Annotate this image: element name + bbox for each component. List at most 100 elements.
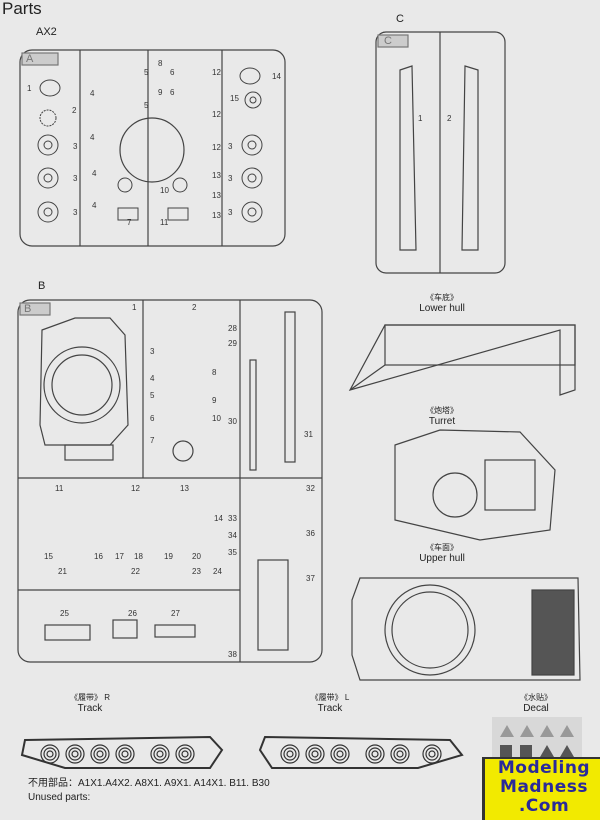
road-wheel <box>118 747 132 761</box>
road-wheel <box>308 747 322 761</box>
caption-en: Turret <box>428 416 456 427</box>
caption-cn: 《车底》 <box>426 293 458 302</box>
part-number-a: 2 <box>72 106 77 115</box>
track-r-drawing <box>20 735 224 769</box>
sprue-b-frame <box>17 299 323 663</box>
part-number-b: 22 <box>131 567 140 576</box>
part-number-a: 12 <box>212 68 221 77</box>
caption-en: Track <box>77 703 103 714</box>
caption-cn: 《水贴》 <box>520 693 552 702</box>
road-wheel <box>40 744 60 764</box>
caption-en: Upper hull <box>419 553 465 564</box>
road-wheel <box>153 747 167 761</box>
part-number-b: 28 <box>228 324 237 333</box>
road-wheel <box>396 750 404 758</box>
part-number-b: 20 <box>192 552 201 561</box>
part-number-b: 18 <box>134 552 143 561</box>
road-wheel <box>178 747 192 761</box>
road-wheel <box>330 744 350 764</box>
upper-hull-drawing <box>351 577 581 681</box>
unused-parts-cn: 不用部品：A1X1.A4X2. A8X1. A9X1. A14X1. B11. … <box>28 778 270 789</box>
part-number-a: 4 <box>92 201 97 210</box>
part-number-b: 21 <box>58 567 67 576</box>
part-number-a: 4 <box>90 89 95 98</box>
sprue-c-label: C <box>396 13 404 25</box>
part-number-b: 34 <box>228 531 237 540</box>
part-number-b: 38 <box>228 650 237 659</box>
lower-hull-caption: 《车底》Lower hull <box>382 292 502 314</box>
road-wheel <box>425 747 439 761</box>
part-number-b: 1 <box>132 303 137 312</box>
caption-en: Lower hull <box>419 303 465 314</box>
caption-en: Track <box>317 703 343 714</box>
road-wheel <box>305 744 325 764</box>
sprue-b-label: B <box>38 280 46 292</box>
watermark-logo: Modeling Madness .Com <box>482 757 600 820</box>
road-wheel <box>311 750 319 758</box>
logo-line: Modeling <box>497 758 591 778</box>
part-number-b: 6 <box>150 414 155 423</box>
caption-cn: 《履带》 L <box>310 693 350 702</box>
part-number-a: 3 <box>228 174 233 183</box>
road-wheel <box>65 744 85 764</box>
part-number-b: 4 <box>150 374 155 383</box>
part-number-b: 32 <box>306 484 315 493</box>
part-number-a: 3 <box>73 142 78 151</box>
road-wheel <box>365 744 385 764</box>
road-wheel <box>115 744 135 764</box>
part-number-b: 16 <box>94 552 103 561</box>
caption-cn: 《履带》 R <box>70 693 110 702</box>
road-wheel <box>156 750 164 758</box>
road-wheel <box>422 744 442 764</box>
upper-hull-caption: 《车面》Upper hull <box>382 542 502 564</box>
part-number-a: 5 <box>144 101 149 110</box>
unused-parts-en: Unused parts: <box>28 792 91 803</box>
turret-drawing <box>394 429 556 541</box>
logo-line: .Com <box>518 796 570 816</box>
part-number-b: 13 <box>180 484 189 493</box>
sprue-c-letter: C <box>384 35 392 47</box>
road-wheel <box>90 744 110 764</box>
part-number-a: 13 <box>212 191 221 200</box>
road-wheel <box>333 747 347 761</box>
part-number-b: 17 <box>115 552 124 561</box>
part-number-b: 36 <box>306 529 315 538</box>
part-number-b: 31 <box>304 430 313 439</box>
road-wheel <box>428 750 436 758</box>
road-wheel <box>390 744 410 764</box>
caption-en: Decal <box>523 703 549 714</box>
road-wheel <box>393 747 407 761</box>
part-number-a: 15 <box>230 94 239 103</box>
part-number-b: 29 <box>228 339 237 348</box>
part-number-a: 12 <box>212 143 221 152</box>
sprue-c-frame <box>375 31 506 274</box>
road-wheel <box>175 744 195 764</box>
part-number-a: 13 <box>212 171 221 180</box>
part-number-b: 5 <box>150 391 155 400</box>
caption-cn: 《炮塔》 <box>426 406 458 415</box>
decal-caption: 《水贴》Decal <box>476 692 596 714</box>
road-wheel <box>368 747 382 761</box>
part-number-a: 3 <box>228 208 233 217</box>
road-wheel <box>286 750 294 758</box>
part-number-b: 33 <box>228 514 237 523</box>
part-number-a: 6 <box>170 88 175 97</box>
road-wheel <box>150 744 170 764</box>
part-number-c: 1 <box>418 114 423 123</box>
part-number-b: 23 <box>192 567 201 576</box>
part-number-a: 12 <box>212 110 221 119</box>
part-number-b: 10 <box>212 414 221 423</box>
part-number-b: 19 <box>164 552 173 561</box>
part-number-b: 30 <box>228 417 237 426</box>
part-number-b: 27 <box>171 609 180 618</box>
part-number-c: 2 <box>447 114 452 123</box>
part-number-b: 24 <box>213 567 222 576</box>
part-number-b: 37 <box>306 574 315 583</box>
road-wheel <box>43 747 57 761</box>
road-wheel <box>371 750 379 758</box>
part-number-b: 25 <box>60 609 69 618</box>
logo-line: Madness <box>500 777 588 797</box>
